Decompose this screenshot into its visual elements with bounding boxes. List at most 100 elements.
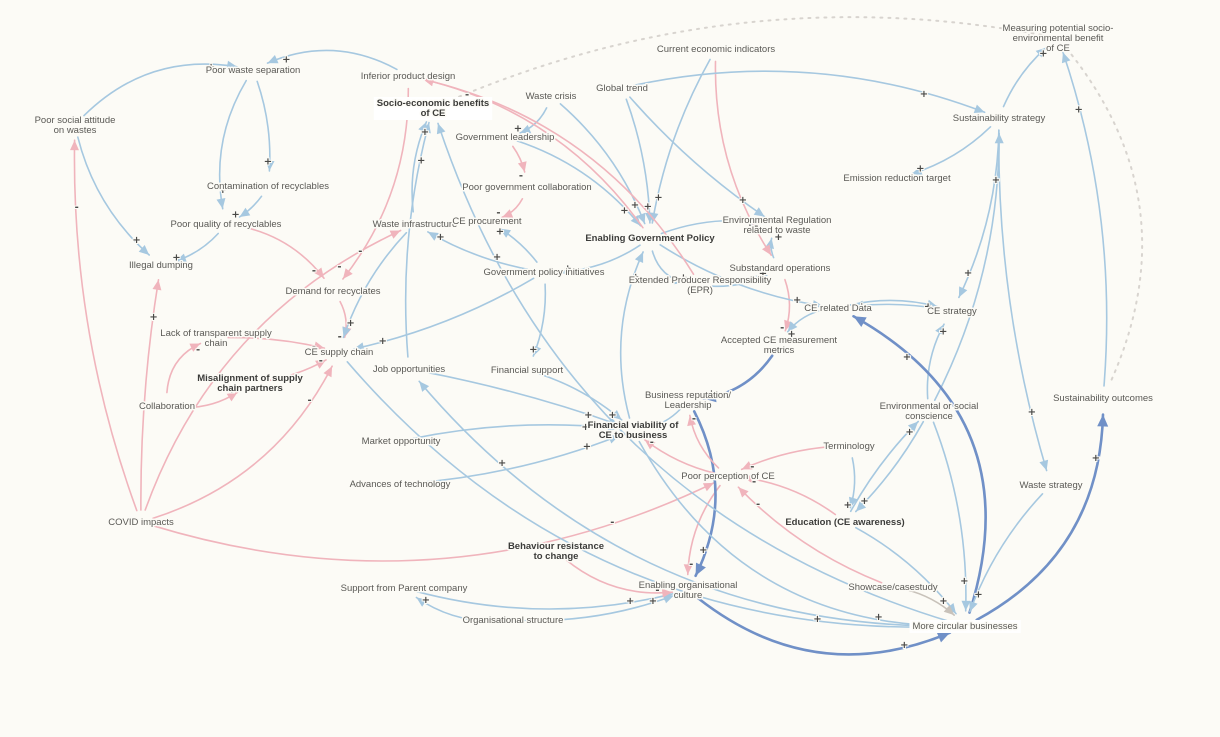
node-advances-technology[interactable]: Advances of technology xyxy=(348,478,452,492)
node-global-trend[interactable]: Global trend xyxy=(595,82,650,96)
node-contamination-recyclables[interactable]: Contamination of recyclables xyxy=(206,180,331,194)
node-collaboration[interactable]: Collaboration xyxy=(138,400,197,414)
node-label-ce-strategy[interactable]: CE strategy xyxy=(926,305,979,319)
node-waste-crisis[interactable]: Waste crisis xyxy=(524,90,578,104)
node-label-showcase-casestudy[interactable]: Showcase/casestudy xyxy=(847,581,939,595)
node-label-global-trend[interactable]: Global trend xyxy=(595,82,650,96)
node-org-structure[interactable]: Organisational structure xyxy=(461,614,565,628)
node-label-substandard-operations[interactable]: Substandard operations xyxy=(728,262,832,276)
node-label-emission-reduction-target[interactable]: Emission reduction target xyxy=(842,172,953,186)
node-education-ce[interactable]: Education (CE awareness) xyxy=(784,516,906,530)
node-label-collaboration[interactable]: Collaboration xyxy=(138,400,197,414)
node-poor-govt-collaboration[interactable]: Poor government collaboration xyxy=(461,181,593,195)
node-govt-policy-initiatives[interactable]: Government policy initiatives xyxy=(482,266,606,280)
node-financial-support[interactable]: Financial support xyxy=(489,364,565,378)
node-label-sustainability-outcomes[interactable]: Sustainability outcomes xyxy=(1052,392,1155,406)
node-terminology[interactable]: Terminology xyxy=(822,440,876,454)
node-label-financial-support[interactable]: Financial support xyxy=(489,364,565,378)
node-waste-infrastructure[interactable]: Waste infrastructure xyxy=(371,218,459,232)
node-label-waste-infrastructure[interactable]: Waste infrastructure xyxy=(371,218,459,232)
node-label-org-structure[interactable]: Organisational structure xyxy=(461,614,565,628)
node-label-education-ce[interactable]: Education (CE awareness) xyxy=(784,516,906,530)
node-label-enabling-govt-policy[interactable]: Enabling Government Policy xyxy=(584,232,717,246)
node-showcase-casestudy[interactable]: Showcase/casestudy xyxy=(847,581,939,595)
node-ce-strategy[interactable]: CE strategy xyxy=(926,305,979,319)
node-label-advances-technology[interactable]: Advances of technology xyxy=(348,478,452,492)
node-label-terminology[interactable]: Terminology xyxy=(822,440,876,454)
node-label-waste-strategy[interactable]: Waste strategy xyxy=(1018,479,1084,493)
node-waste-strategy[interactable]: Waste strategy xyxy=(1018,479,1084,493)
node-label-support-parent-company[interactable]: Support from Parent company xyxy=(339,582,469,596)
node-label-demand-for-recyclates[interactable]: Demand for recyclates xyxy=(284,285,382,299)
node-ce-supply-chain[interactable]: CE supply chain xyxy=(303,346,375,360)
node-label-poor-quality-recyclables[interactable]: Poor quality of recyclables xyxy=(169,218,283,232)
node-current-economic-indicators[interactable]: Current economic indicators xyxy=(655,43,777,57)
node-epr[interactable]: Extended Producer Responsibility(EPR) xyxy=(627,274,773,298)
node-inferior-product-design[interactable]: Inferior product design xyxy=(359,70,457,84)
node-label-current-economic-indicators[interactable]: Current economic indicators xyxy=(655,43,777,57)
polarity-sign: + xyxy=(346,318,354,329)
node-measuring-potential[interactable]: Measuring potential socio-environmental … xyxy=(1001,22,1115,56)
node-label-waste-crisis[interactable]: Waste crisis xyxy=(524,90,578,104)
node-label-epr[interactable]: Extended Producer Responsibility(EPR) xyxy=(627,274,773,298)
node-label-illegal-dumping[interactable]: Illegal dumping xyxy=(128,259,195,273)
node-emission-reduction-target[interactable]: Emission reduction target xyxy=(842,172,953,186)
node-label-govt-policy-initiatives[interactable]: Government policy initiatives xyxy=(482,266,606,280)
node-market-opportunity[interactable]: Market opportunity xyxy=(360,435,442,449)
node-label-covid-impacts[interactable]: COVID impacts xyxy=(107,516,176,530)
node-sustainability-outcomes[interactable]: Sustainability outcomes xyxy=(1052,392,1155,406)
node-label-more-circular-businesses[interactable]: More circular businesses xyxy=(911,620,1019,634)
node-label-ce-related-data[interactable]: CE related Data xyxy=(803,302,874,316)
node-support-parent-company[interactable]: Support from Parent company xyxy=(339,582,469,596)
node-label-government-leadership[interactable]: Government leadership xyxy=(454,131,556,145)
node-label-poor-waste-separation[interactable]: Poor waste separation xyxy=(204,64,302,78)
node-enabling-govt-policy[interactable]: Enabling Government Policy xyxy=(584,232,717,246)
node-substandard-operations[interactable]: Substandard operations xyxy=(728,262,832,276)
node-demand-for-recyclates[interactable]: Demand for recyclates xyxy=(284,285,382,299)
node-poor-quality-recyclables[interactable]: Poor quality of recyclables xyxy=(169,218,283,232)
node-label-ce-supply-chain[interactable]: CE supply chain xyxy=(303,346,375,360)
node-label-business-reputation[interactable]: Business reputation/Leadership xyxy=(643,389,732,413)
node-label-contamination-recyclables[interactable]: Contamination of recyclables xyxy=(206,180,331,194)
node-government-leadership[interactable]: Government leadership xyxy=(454,131,556,145)
node-illegal-dumping[interactable]: Illegal dumping xyxy=(128,259,195,273)
node-label-measuring-potential[interactable]: Measuring potential socio-environmental … xyxy=(1001,22,1115,56)
node-label-job-opportunities[interactable]: Job opportunities xyxy=(371,363,447,377)
node-label-market-opportunity[interactable]: Market opportunity xyxy=(360,435,442,449)
node-label-ce-procurement[interactable]: CE procurement xyxy=(451,215,524,229)
node-ce-procurement[interactable]: CE procurement xyxy=(451,215,524,229)
node-label-poor-govt-collaboration[interactable]: Poor government collaboration xyxy=(461,181,593,195)
node-more-circular-businesses[interactable]: More circular businesses xyxy=(909,620,1021,634)
node-label-poor-perception[interactable]: Poor perception of CE xyxy=(680,470,776,484)
node-covid-impacts[interactable]: COVID impacts xyxy=(107,516,176,530)
node-sustainability-strategy[interactable]: Sustainability strategy xyxy=(951,112,1047,126)
node-label-sustainability-strategy[interactable]: Sustainability strategy xyxy=(951,112,1047,126)
node-poor-waste-separation[interactable]: Poor waste separation xyxy=(204,64,302,78)
edge-sustainability-strategy-waste-strategy xyxy=(997,129,1048,472)
node-business-reputation[interactable]: Business reputation/Leadership xyxy=(643,389,732,413)
node-label-inferior-product-design[interactable]: Inferior product design xyxy=(359,70,457,84)
node-ce-related-data[interactable]: CE related Data xyxy=(803,302,874,316)
node-job-opportunities[interactable]: Job opportunities xyxy=(371,363,447,377)
node-poor-perception[interactable]: Poor perception of CE xyxy=(680,470,776,484)
